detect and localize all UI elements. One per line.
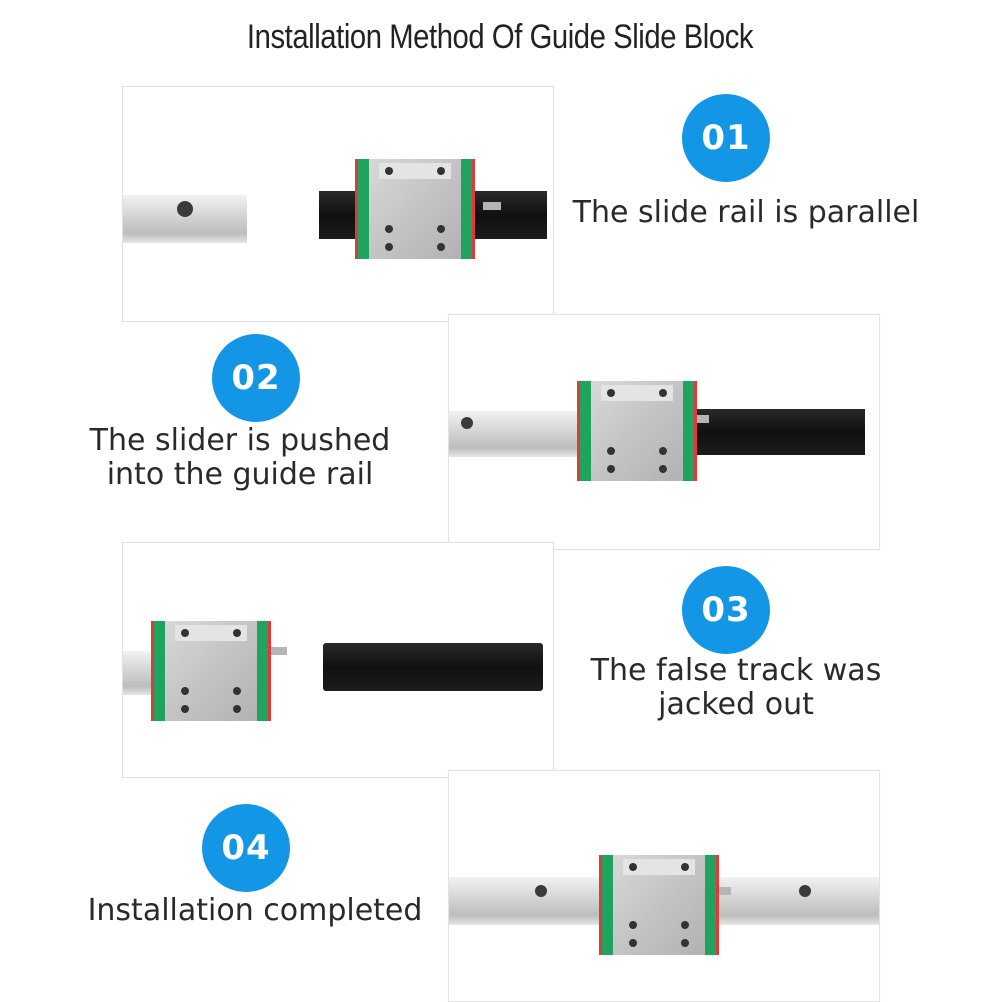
step-number-badge: 02 [212, 334, 300, 422]
step-caption-line: The slide rail is parallel [572, 195, 920, 230]
step-caption-line: jacked out [658, 687, 814, 722]
step-caption: Installation completed [70, 894, 440, 928]
step-3-image [122, 542, 554, 778]
page-title: Installation Method Of Guide Slide Block [246, 18, 754, 56]
rail-hole-icon [461, 417, 473, 429]
rail-hole-icon [535, 885, 547, 897]
rail-hole-icon [799, 885, 811, 897]
step-3-illustration [123, 621, 543, 721]
step-caption-line: The false track was [590, 653, 882, 688]
step-1-illustration [123, 159, 547, 259]
step-caption-line: into the guide rail [106, 457, 374, 492]
step-caption-line: The slider is pushed [89, 423, 391, 458]
step-caption: The false track was jacked out [566, 654, 906, 722]
step-4-image [448, 770, 880, 1002]
step-caption: The slide rail is parallel [566, 196, 926, 230]
rail-hole-icon [177, 201, 193, 217]
step-number-badge: 01 [682, 94, 770, 182]
step-number-badge: 03 [682, 566, 770, 654]
step-2-illustration [449, 381, 865, 481]
step-1-image [122, 86, 554, 322]
step-2-image [448, 314, 880, 550]
step-4-illustration [449, 855, 879, 955]
step-caption-line: Installation completed [87, 893, 423, 928]
step-caption: The slider is pushed into the guide rail [70, 424, 410, 492]
step-number-badge: 04 [202, 804, 290, 892]
